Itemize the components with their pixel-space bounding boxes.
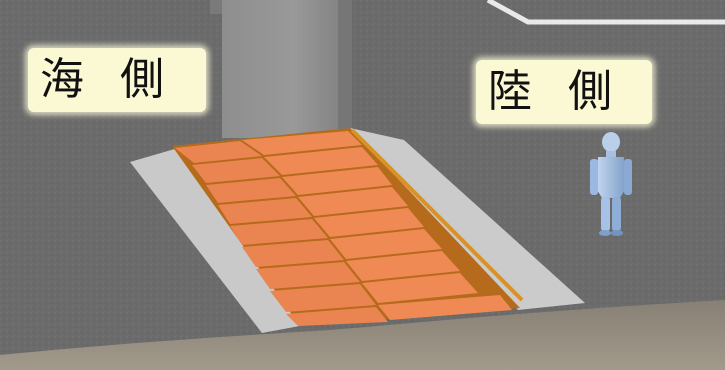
- sea-side-label-text: 海側: [40, 54, 200, 105]
- seawall-structure: [210, 0, 352, 138]
- walkway-panels: [175, 131, 512, 326]
- land-side-label: 陸側: [476, 60, 652, 124]
- walkway-panel: [264, 147, 378, 175]
- walkway-panel: [346, 251, 460, 281]
- ramp-land-side: [350, 128, 585, 310]
- walkway-panel: [378, 295, 512, 320]
- sea-side-label: 海側: [28, 48, 206, 112]
- walkway-frame-rail: [350, 128, 524, 302]
- walkway-panel: [362, 273, 478, 303]
- human-figure: [590, 132, 632, 236]
- walkway-panel: [175, 141, 262, 163]
- walkway-panel: [298, 187, 408, 216]
- foreground-gravel: [0, 300, 725, 370]
- walkway-panel: [330, 229, 442, 259]
- walkway-panel: [256, 262, 360, 289]
- walkway-panel: [270, 284, 376, 312]
- walkway-panel: [242, 131, 362, 155]
- walkway-panel: [206, 178, 296, 203]
- land-side-label-text: 陸側: [488, 66, 648, 117]
- walkway-panel: [314, 208, 424, 237]
- walkway-panel: [286, 307, 388, 326]
- walkway-panel: [218, 198, 312, 224]
- road-marking: [486, 0, 725, 25]
- ramp-sea-side: [130, 148, 305, 333]
- walkway-panel: [192, 158, 280, 183]
- walkway-panel: [242, 240, 344, 267]
- walkway-panel: [230, 219, 328, 245]
- walkway-panel: [282, 167, 392, 195]
